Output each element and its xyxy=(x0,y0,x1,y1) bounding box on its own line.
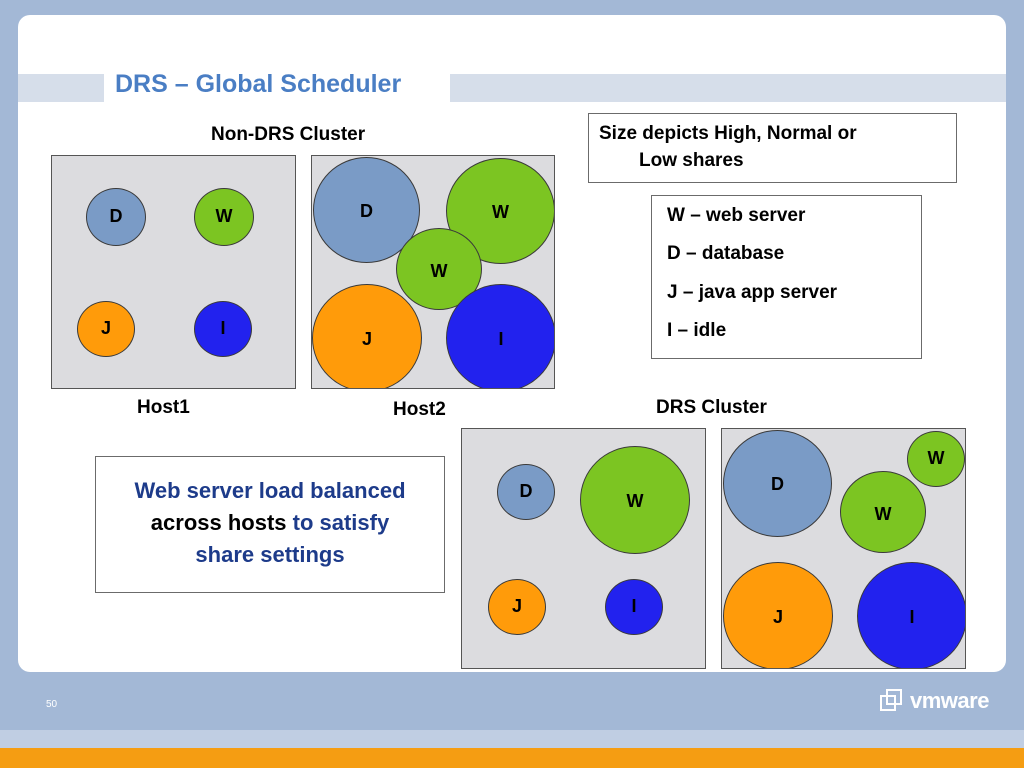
non-drs-host1: D W J I xyxy=(51,155,296,389)
page-number: 50 xyxy=(46,699,58,710)
vmware-logo-text: vmware xyxy=(910,688,989,713)
size-note-box: Size depicts High, Normal or Low shares xyxy=(588,113,957,183)
vm-java-app-server: J xyxy=(312,284,422,388)
vm-database: D xyxy=(313,157,420,263)
vm-idle: I xyxy=(605,579,663,635)
vm-database: D xyxy=(723,430,832,537)
callout-line1: Web server load balanced xyxy=(134,478,406,503)
vm-java-app-server: J xyxy=(77,301,135,357)
legend-java-app-server: J – java app server xyxy=(667,282,838,303)
title-background xyxy=(104,68,450,104)
vm-web-server: W xyxy=(580,446,690,554)
non-drs-cluster-heading: Non-DRS Cluster xyxy=(211,124,366,145)
vm-idle: I xyxy=(857,562,965,668)
slide-title: DRS – Global Scheduler xyxy=(115,70,402,98)
vm-idle: I xyxy=(194,301,252,357)
non-drs-host2: D W W J I xyxy=(311,155,555,389)
callout-line2: across hosts to satisfy xyxy=(96,507,444,539)
vm-java-app-server: J xyxy=(723,562,833,668)
size-note-line2: Low shares xyxy=(639,150,744,171)
vm-database: D xyxy=(86,188,146,246)
legend-idle: I – idle xyxy=(667,320,727,341)
host2-label: Host2 xyxy=(393,399,446,420)
legend-box xyxy=(651,195,922,359)
callout-text: Web server load balanced across hosts to… xyxy=(96,475,444,571)
size-note-line1: Size depicts High, Normal or xyxy=(599,123,857,144)
legend-web-server: W – web server xyxy=(667,205,806,226)
vm-web-server: W xyxy=(194,188,254,246)
vm-web-server: W xyxy=(840,471,926,553)
vm-web-server: W xyxy=(907,431,965,487)
drs-host2: D W W J I xyxy=(721,428,966,669)
footer-accent-band xyxy=(0,748,1024,768)
drs-host1: D W J I xyxy=(461,428,706,669)
vm-database: D xyxy=(497,464,555,520)
footer-band xyxy=(0,730,1024,748)
callout-box: Web server load balanced across hosts to… xyxy=(95,456,445,593)
legend-database: D – database xyxy=(667,243,785,264)
callout-line3: share settings xyxy=(195,542,345,567)
host1-label: Host1 xyxy=(137,397,190,418)
callout-emphasis: across hosts xyxy=(150,510,287,535)
drs-cluster-heading: DRS Cluster xyxy=(656,397,767,418)
vm-java-app-server: J xyxy=(488,579,546,635)
callout-line2-rest: to satisfy xyxy=(286,510,390,535)
vmware-logo: vmware xyxy=(880,687,989,715)
vm-idle: I xyxy=(446,284,554,388)
vmware-logo-icon xyxy=(880,689,904,713)
